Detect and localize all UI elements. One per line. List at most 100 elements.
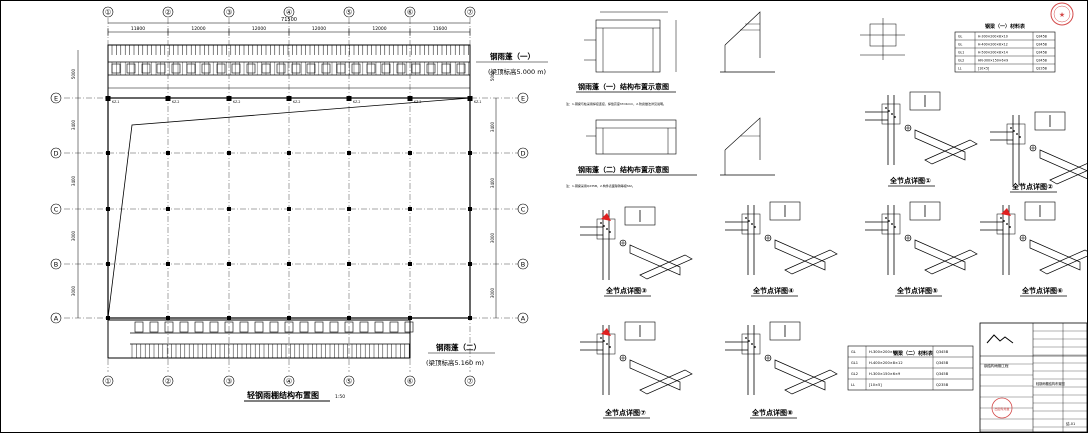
axis-bubble-right	[517, 312, 529, 324]
axis-label-top: ⑥	[407, 9, 413, 17]
column	[166, 207, 170, 211]
axis-label-top: ⑤	[346, 9, 352, 17]
axis-bubble-bottom	[102, 375, 114, 387]
axis-bubble-left	[50, 203, 62, 215]
frame-detail-a	[720, 11, 775, 73]
canopy-1: 钢雨蓬（一） (梁顶标高5.000 m)	[107, 44, 548, 99]
axis-bubble-top	[464, 6, 476, 18]
axis-label-left: A	[54, 315, 59, 323]
canopy2-elev: (梁顶标高5.160 m)	[426, 358, 484, 367]
dim-side-right: 3400	[490, 177, 495, 188]
axis-bubble-left	[50, 92, 62, 104]
axis-label-bottom: ③	[226, 378, 232, 386]
axis-bubble-top	[162, 6, 174, 18]
table-cell: GL	[958, 35, 962, 39]
column-label: KZ-2	[353, 100, 360, 104]
axis-label-left: D	[53, 150, 58, 158]
axis-bubble-right	[517, 92, 529, 104]
column-label: KZ-2	[172, 100, 179, 104]
table-cell: GL	[851, 350, 856, 354]
section2-title: 钢雨蓬（二）结构布置示意图	[578, 165, 669, 174]
section-1: 钢雨蓬（一）结构布置示意图 注：1.钢梁与柱采用焊接连接，焊缝高度hf=6mm，…	[566, 11, 677, 106]
column-label: KZ-2	[233, 100, 240, 104]
node-detail: 全节点详图⑤	[865, 201, 978, 297]
node-detail-label: 全节点详图②	[1011, 182, 1053, 191]
column	[347, 262, 351, 266]
column	[347, 151, 351, 155]
dim-span: 12000	[252, 26, 266, 32]
node-detail: 全节点详图③	[580, 206, 693, 297]
dim-span: 12000	[312, 26, 326, 32]
column-label: KZ-2	[293, 100, 300, 104]
table-cell: LL	[851, 383, 855, 387]
axis-label-top: ①	[105, 9, 111, 17]
dim-span: 11800	[131, 26, 145, 32]
column	[408, 151, 412, 155]
table-cell: [10×5]	[869, 383, 882, 387]
table-cell: Q345B	[1036, 51, 1047, 55]
axis-label-top: ⑦	[467, 9, 473, 17]
axis-label-left: E	[54, 95, 58, 103]
tb-drawing: 轻钢雨棚结构布置图	[1036, 381, 1065, 386]
node-detail-label: 全节点详图①	[889, 176, 931, 185]
table-cell: Q345B	[1036, 43, 1047, 47]
axis-bubble-bottom	[404, 375, 416, 387]
dim-side-left: 3400	[71, 175, 76, 186]
dim-side-left: 3000	[71, 285, 76, 296]
column	[166, 151, 170, 155]
title-block: 钢结构雨棚工程 轻钢雨棚结构布置图 结-01 出图专用章	[979, 322, 1088, 433]
axis-label-top: ②	[165, 9, 171, 17]
node-detail: 全节点详图⑥	[980, 201, 1088, 297]
axis-bubble-left	[50, 147, 62, 159]
section1-note: 注：1.钢梁与柱采用焊接连接，焊缝高度hf=6mm，2.防腐做法详见说明。	[566, 101, 666, 106]
axis-bubble-bottom	[162, 375, 174, 387]
table-cell: Q345B	[1036, 35, 1047, 39]
dim-side-right: 3400	[490, 121, 495, 132]
tb-stamp	[991, 397, 1013, 419]
plan-title: 轻钢雨棚结构布置图	[247, 390, 319, 400]
small-joint-sketch	[860, 18, 905, 60]
axis-bubble-bottom	[223, 375, 235, 387]
dim-span: 12000	[372, 26, 386, 32]
section1-frame	[595, 19, 661, 73]
column	[408, 262, 412, 266]
column	[227, 262, 231, 266]
axis-label-right: A	[521, 315, 526, 323]
axis-bubble-top	[404, 6, 416, 18]
table1-title: 钢梁（一）材料表	[985, 23, 1026, 30]
canopy1-title: 钢雨蓬（一）	[490, 51, 535, 61]
tb-drawing-no: 结-01	[1066, 421, 1075, 426]
table-cell: GL1	[958, 51, 964, 55]
dim-span: 12000	[191, 26, 205, 32]
axis-label-top: ③	[226, 9, 232, 17]
column	[287, 207, 291, 211]
stamp-top: ★	[1050, 2, 1074, 26]
node-detail-label: 全节点详图③	[605, 286, 647, 295]
dim-side-left: 3000	[71, 230, 76, 241]
table-cell: LL	[958, 67, 962, 71]
axis-label-left: C	[54, 206, 59, 214]
section2-note: 注：1.钢梁采用Q235B，2.构件表面除锈等级St2。	[566, 183, 635, 188]
table-cell: H-400×200×8×12	[978, 43, 1008, 47]
table2-title: 钢梁（二）材料表	[893, 350, 934, 357]
axis-label-right: D	[520, 150, 525, 158]
axis-bubble-right	[517, 147, 529, 159]
node-detail-label: 全节点详图④	[752, 286, 794, 295]
plan-scale: 1:50	[335, 394, 345, 400]
dim-side-left: 3400	[71, 119, 76, 130]
tb-stamp-text: 出图专用章	[994, 406, 1009, 411]
axis-label-right: E	[521, 95, 525, 103]
dim-span: 11600	[433, 26, 447, 32]
node-detail: 全节点详图④	[725, 201, 838, 297]
section-2: 钢雨蓬（二）结构布置示意图 注：1.钢梁采用Q235B，2.构件表面除锈等级St…	[566, 119, 697, 188]
frame-detail-b	[720, 117, 775, 176]
table-cell: Q345B	[1036, 59, 1047, 63]
node-detail: 全节点详图①	[865, 91, 978, 187]
axis-label-top: ④	[286, 9, 292, 17]
table-cell: H-300×200×8×10	[869, 350, 903, 354]
axis-bubble-top	[102, 6, 114, 18]
table-cell: H-400×200×8×12	[869, 361, 903, 365]
node-detail: 全节点详图⑦	[580, 321, 693, 419]
